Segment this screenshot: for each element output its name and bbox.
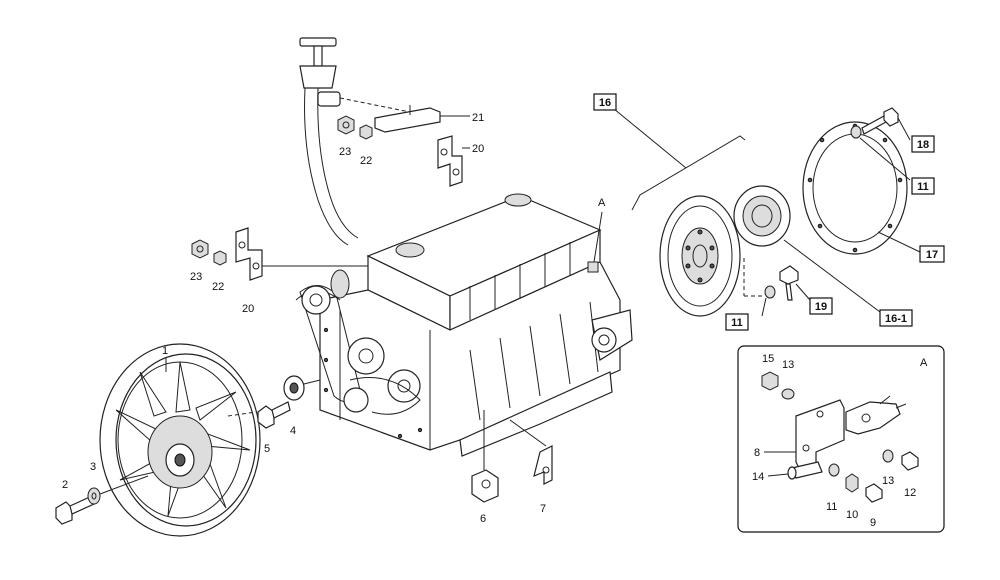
svg-text:16-1: 16-1 — [885, 313, 907, 325]
callout-6: 6 — [480, 513, 486, 525]
bolt-18 — [861, 107, 911, 141]
bracket-20-upper — [437, 135, 470, 187]
detail-panel-label-a: A — [920, 357, 928, 369]
callout-9: 9 — [870, 517, 876, 529]
callout-4: 4 — [290, 425, 296, 437]
callout-8: 8 — [754, 447, 760, 459]
boxed-callout-11-lower: 11 — [725, 313, 749, 331]
svg-text:18: 18 — [917, 139, 929, 151]
flywheel-bracket-16 — [607, 103, 746, 211]
svg-text:16: 16 — [599, 97, 611, 109]
nut-23-left — [191, 239, 209, 259]
detail-mark-a: A — [598, 197, 606, 209]
bolt-19 — [779, 265, 811, 301]
boxed-callout-19: 19 — [809, 297, 833, 315]
boxed-callout-18: 18 — [911, 135, 935, 153]
callout-13-top: 13 — [782, 359, 794, 371]
callout-12: 12 — [904, 487, 916, 499]
washer-3 — [87, 475, 149, 505]
callout-7: 7 — [540, 503, 546, 515]
callout-22-left: 22 — [212, 281, 224, 293]
washer-22-upper — [359, 124, 373, 140]
bolt-2 — [55, 495, 95, 525]
engine-block — [295, 193, 633, 457]
callout-20-left: 20 — [242, 303, 254, 315]
callout-14: 14 — [752, 471, 764, 483]
bracket-20-left — [235, 227, 368, 281]
svg-text:11: 11 — [731, 317, 743, 329]
washer-22-left — [213, 250, 227, 266]
callout-5: 5 — [264, 443, 270, 455]
callout-labels: 1 2 3 4 5 6 7 20 21 23 22 23 22 20 A A 1… — [62, 112, 928, 529]
callout-2: 2 — [62, 479, 68, 491]
fan-pulley-1 — [99, 343, 261, 537]
boxed-callout-17: 17 — [919, 245, 945, 263]
flywheel-16 — [659, 195, 741, 317]
callout-11-detail: 11 — [826, 501, 837, 513]
mount-bracket-7 — [509, 419, 553, 485]
washer-11-lower — [743, 258, 776, 317]
flywheel-housing-16-1 — [733, 185, 881, 313]
washer-11-upper — [850, 125, 911, 181]
spacer-4 — [227, 375, 321, 417]
callout-21: 21 — [472, 112, 484, 124]
detail-a-panel — [737, 345, 945, 533]
svg-text:11: 11 — [917, 181, 929, 193]
bolt-5 — [257, 401, 291, 429]
callout-20-upper: 20 — [472, 143, 484, 155]
callout-15: 15 — [762, 353, 774, 365]
callout-23-left: 23 — [190, 271, 202, 283]
callout-13-right: 13 — [882, 475, 894, 487]
boxed-callout-11-upper: 11 — [911, 177, 935, 195]
mount-bracket-6 — [471, 410, 499, 503]
svg-text:19: 19 — [815, 301, 827, 313]
boxed-callout-16-1: 16-1 — [879, 309, 913, 327]
callout-22-upper: 22 — [360, 155, 372, 167]
bracket-21 — [374, 105, 470, 133]
boxed-callout-16: 16 — [593, 93, 617, 111]
nut-23-upper — [337, 115, 355, 135]
dipstick-assembly — [299, 37, 411, 246]
callout-3: 3 — [90, 461, 96, 473]
callout-10: 10 — [846, 509, 858, 521]
callout-1: 1 — [162, 345, 168, 357]
svg-text:17: 17 — [926, 249, 938, 261]
callout-23-upper: 23 — [339, 146, 351, 158]
cover-plate-17 — [802, 121, 921, 255]
